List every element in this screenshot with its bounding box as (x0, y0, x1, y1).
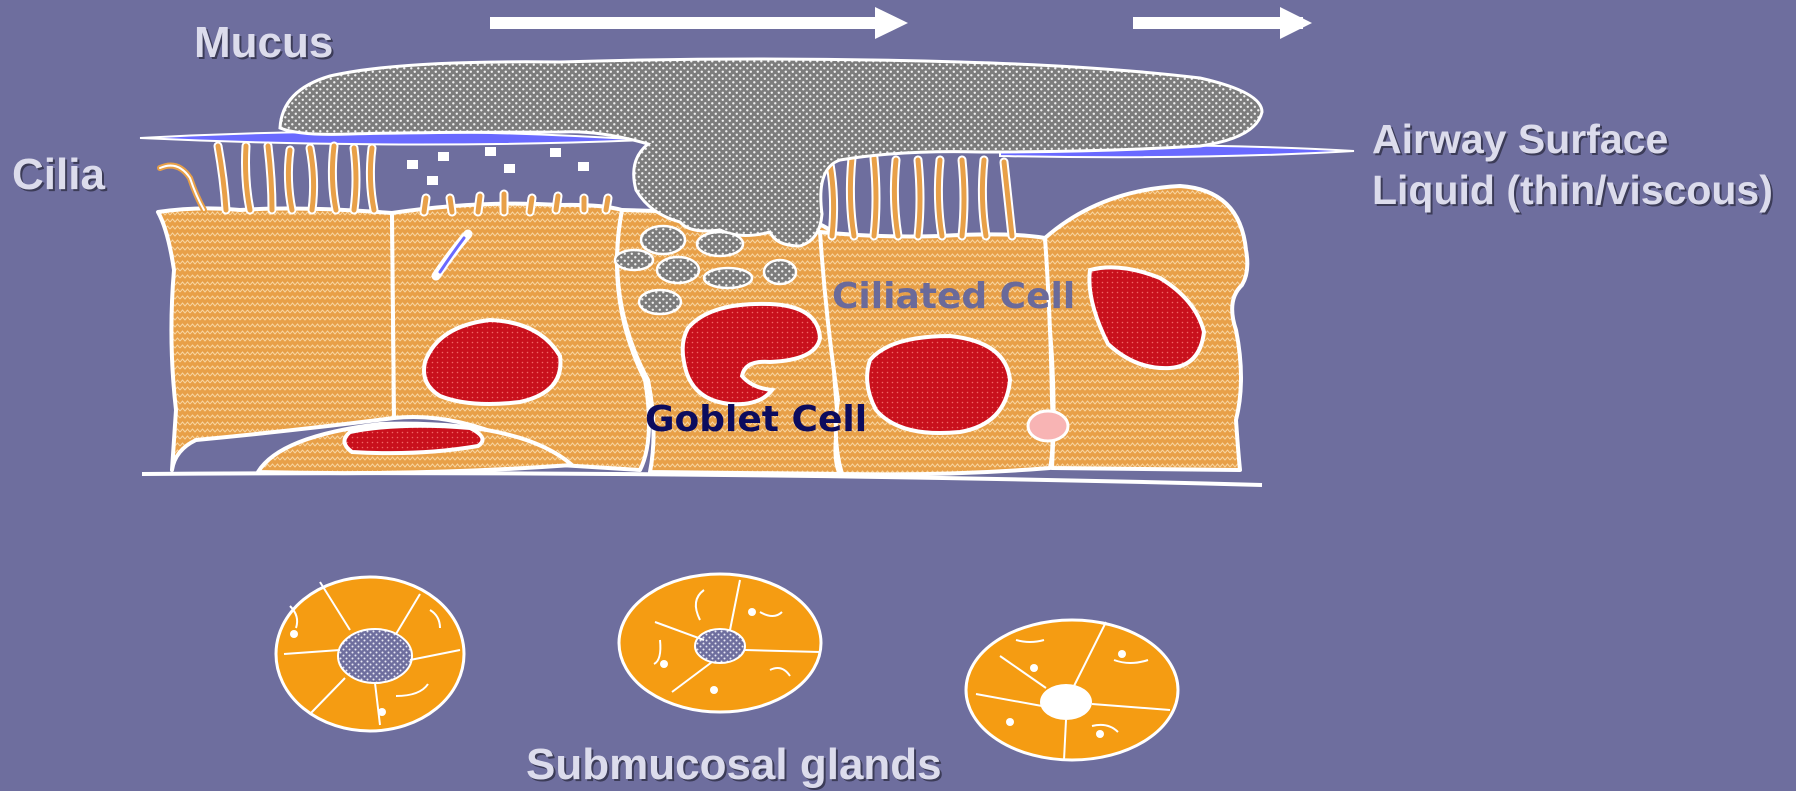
mucus-label: Mucus (194, 18, 333, 68)
nucleus (344, 426, 482, 453)
cilia-label: Cilia (12, 150, 105, 200)
mucus-flow-arrow-long (490, 7, 908, 39)
mucus-flow-arrow-short (1133, 7, 1312, 39)
goblet-cell-label: Goblet Cell (645, 399, 867, 440)
cilia-left-group (218, 146, 374, 210)
submucosal-glands-label: Submucosal glands (526, 740, 942, 790)
cilia-tufts (160, 166, 204, 210)
nucleus (867, 336, 1010, 433)
airway-surface-liquid-label-line2: Liquid (thin/viscous) (1372, 165, 1773, 216)
pink-inclusion (1028, 411, 1068, 441)
surface-liquid-particles (407, 147, 589, 185)
ciliated-cell-label: Ciliated Cell (832, 276, 1075, 317)
cilia-right-group (830, 158, 1012, 236)
basement-membrane (142, 473, 1262, 485)
airway-surface-liquid-label-line1: Airway Surface (1372, 114, 1773, 165)
submucosal-gland (619, 574, 821, 712)
submucosal-gland (276, 577, 464, 731)
submucosal-gland (966, 620, 1178, 760)
airway-surface-liquid-label: Airway Surface Liquid (thin/viscous) (1372, 114, 1773, 216)
